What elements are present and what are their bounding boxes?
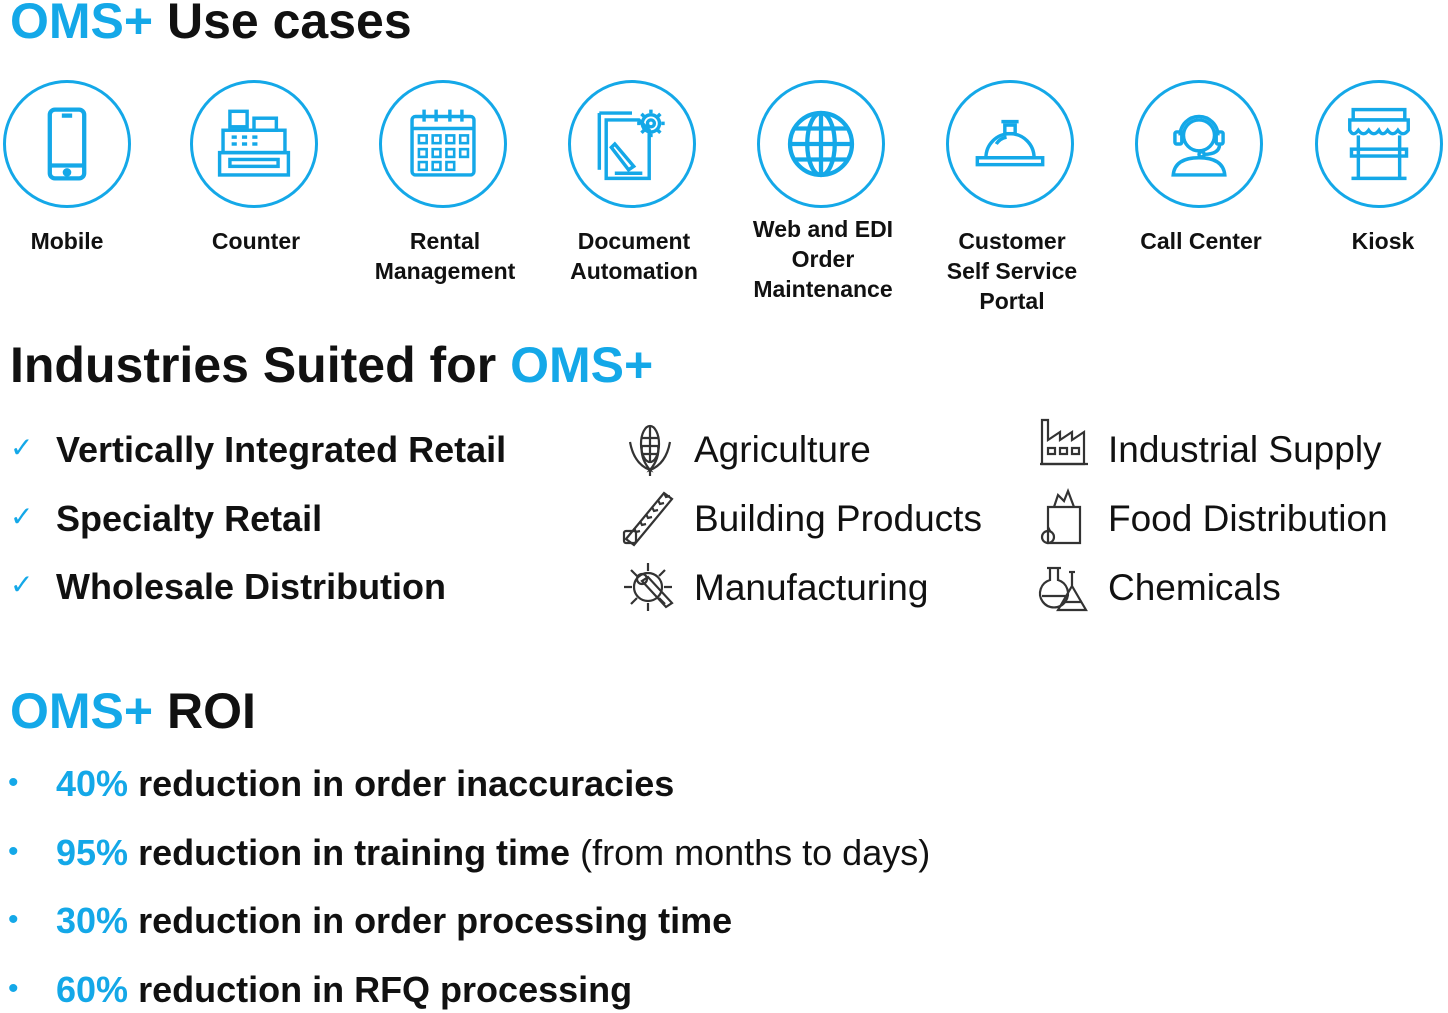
industry-item: Building Products [694,498,982,539]
document-gear-icon [568,80,696,208]
flask-icon [1034,558,1094,618]
roi-item: 60% reduction in RFQ processing [56,972,632,1008]
roi-text: reduction in order processing time [128,900,733,941]
check-icon: ✓ [10,569,34,600]
brand-name: OMS+ [510,337,654,393]
use-case-label: Mobile [30,228,104,254]
corn-icon [620,418,680,478]
use-case-label: Counter [211,228,301,254]
roi-item: 40% reduction in order inaccuracies [56,766,674,802]
segment-item: Wholesale Distribution [56,566,447,607]
industry-item: Chemicals [1108,567,1281,608]
bullet-icon: • [8,835,19,868]
industry-item: Food Distribution [1108,498,1388,539]
bullet-icon: • [8,766,19,799]
service-bell-icon [946,80,1074,208]
use-case-label: Customer Self Service Portal [946,228,1078,314]
gear-wrench-icon [620,557,680,617]
title-text: ROI [153,683,256,739]
industries-title: Industries Suited for OMS+ [10,340,653,390]
use-case-label: Call Center [1140,228,1262,254]
bullet-icon: • [8,972,19,1005]
roi-percent: 60% [56,969,129,1010]
roi-text: reduction in RFQ processing [128,969,633,1010]
grocery-bag-icon [1036,487,1096,547]
mobile-phone-icon [3,80,131,208]
use-case-label: Kiosk [1351,228,1415,254]
check-icon: ✓ [10,432,34,463]
title-text: Use cases [153,0,412,49]
roi-item: 95% reduction in training time (from mon… [56,835,930,871]
roi-note: (from months to days) [570,832,931,873]
bullet-icon: • [8,903,19,936]
roi-title: OMS+ ROI [10,686,256,736]
brand-name: OMS+ [10,0,154,49]
cash-register-icon [190,80,318,208]
kiosk-stand-icon [1315,80,1443,208]
check-icon: ✓ [10,501,34,532]
roi-text: reduction in training time [128,832,571,873]
industry-item: Agriculture [694,429,871,470]
roi-text: reduction in order inaccuracies [128,763,675,804]
use-case-label: Document Automation [570,228,698,284]
globe-icon [757,80,885,208]
use-case-label: Web and EDI Order Maintenance [752,216,894,302]
factory-icon [1036,416,1096,476]
use-case-label: Rental Management [374,228,516,284]
segment-item: Specialty Retail [56,498,323,539]
calendar-icon [379,80,507,208]
industry-item: Manufacturing [694,567,929,608]
segment-item: Vertically Integrated Retail [56,429,507,470]
use-cases-title: OMS+ Use cases [10,0,412,46]
roi-item: 30% reduction in order processing time [56,903,732,939]
headset-agent-icon [1135,80,1263,208]
industry-item: Industrial Supply [1108,429,1382,470]
roi-percent: 40% [56,763,129,804]
saw-icon [620,487,680,547]
brand-name: OMS+ [10,683,154,739]
roi-percent: 95% [56,832,129,873]
roi-percent: 30% [56,900,129,941]
title-text: Industries Suited for [10,337,511,393]
